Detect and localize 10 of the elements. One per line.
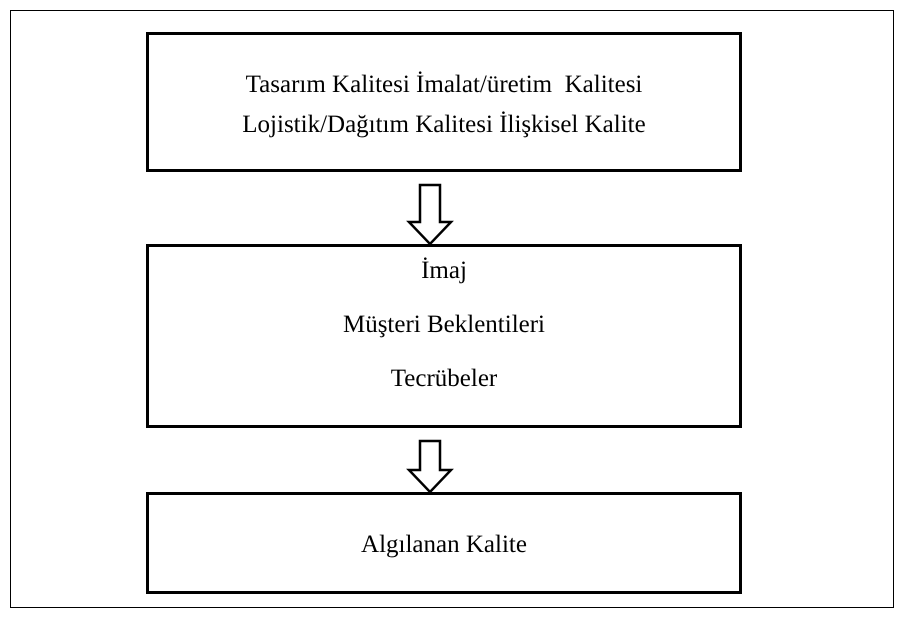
box-text: İmaj <box>421 256 467 286</box>
box-text: Müşteri Beklentileri <box>342 310 546 340</box>
process-box <box>146 244 742 428</box>
box-text: Tecrübeler <box>390 364 498 394</box>
block-arrow <box>406 184 454 246</box>
box-text: Algılanan Kalite <box>361 530 527 560</box>
block-arrow <box>406 440 454 494</box>
process-box <box>146 492 742 594</box>
process-box <box>146 32 742 172</box>
box-text: Tasarım Kalitesi İmalat/üretim Kalitesi Lojistik/Dağıtım Kalitesi İlişkisel Kalite <box>241 70 647 140</box>
